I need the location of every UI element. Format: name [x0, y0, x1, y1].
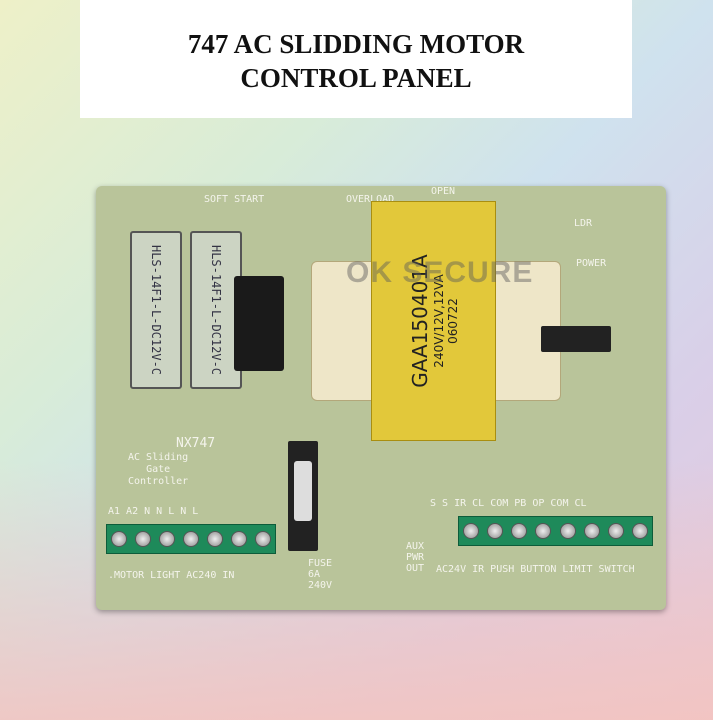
- fuse: [294, 461, 312, 521]
- small-relay: [234, 276, 284, 371]
- pcb-board: HLS-14F1-L-DC12V-C HLS-14F1-L-DC12V-C SO…: [96, 186, 666, 610]
- fuse-holder: [288, 441, 318, 551]
- model-label: NX747: [176, 436, 216, 451]
- right-terminal-block: [458, 516, 653, 546]
- transformer: GAA150401A 240V/12V,12VA 060722: [371, 201, 496, 441]
- left-terminal-block: [106, 524, 276, 554]
- title-line-2: CONTROL PANEL: [240, 63, 472, 93]
- ldr-label: LDR: [574, 218, 593, 229]
- left-terminal-groups: .MOTOR LIGHT AC240 IN: [108, 570, 235, 581]
- watermark: OK SECURE: [346, 256, 534, 289]
- right-terminal-labels: S S IR CL COM PB OP COM CL: [430, 498, 587, 509]
- open-label: OPEN: [431, 186, 456, 197]
- title-line-1: 747 AC SLIDDING MOTOR: [187, 29, 525, 59]
- overload-label: OVERLOAD: [346, 194, 395, 205]
- power-label: POWER: [576, 258, 607, 269]
- soft-start-label: SOFT START: [204, 194, 265, 205]
- left-terminal-labels: A1 A2 N N L N L: [108, 506, 199, 517]
- title-banner: 747 AC SLIDDING MOTOR CONTROL PANEL: [80, 0, 632, 118]
- relay-1: HLS-14F1-L-DC12V-C: [130, 231, 182, 389]
- ic-chip: [541, 326, 611, 352]
- right-terminal-groups: AC24V IR PUSH BUTTON LIMIT SWITCH: [436, 564, 635, 575]
- relay-2: HLS-14F1-L-DC12V-C: [190, 231, 242, 389]
